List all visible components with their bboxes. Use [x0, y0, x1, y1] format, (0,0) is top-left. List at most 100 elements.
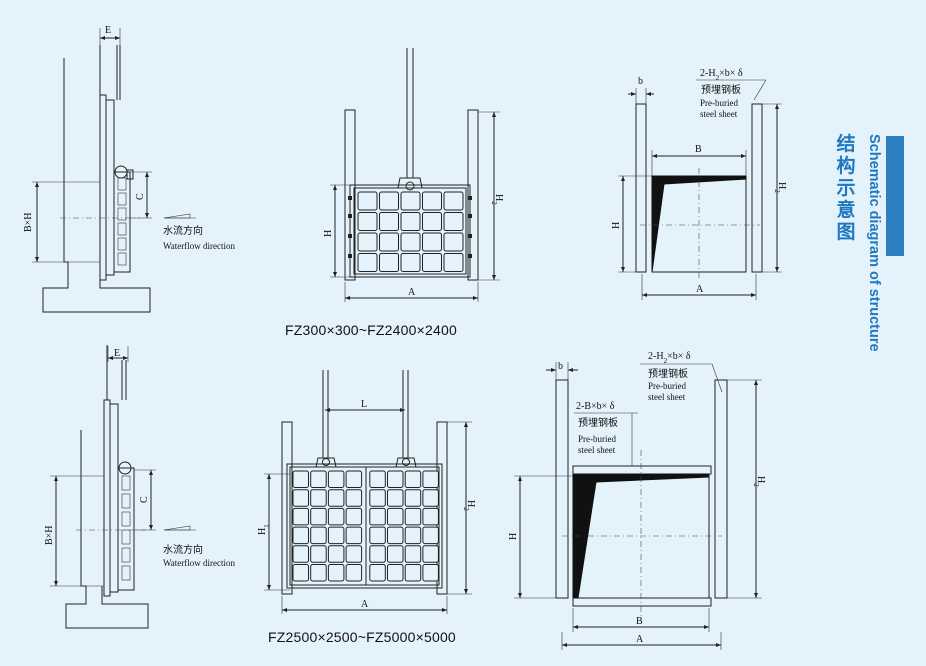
top-rear-plate-post: ×b× δ	[719, 68, 743, 79]
bottom-side-dim-e: E	[114, 348, 120, 359]
top-rear-dim-b-upper: B	[695, 144, 702, 155]
grid-cell	[387, 489, 404, 507]
bottom-rear-plate2-text: 2-B×b× δ	[576, 401, 615, 412]
grid-cell	[369, 526, 386, 545]
bottom-side-view: E B×H C 水流方向 Waterflow direction	[44, 345, 235, 629]
grid-cell	[310, 545, 327, 563]
top-rear-plate-cn: 预埋钢板	[701, 83, 741, 96]
top-rear-plate-en-1: Pre-buried	[700, 98, 738, 108]
grid-cell	[400, 212, 421, 231]
bottom-rear-plate1-post: ×b× δ	[667, 351, 691, 362]
grid-cell	[379, 212, 399, 231]
grid-cell	[292, 470, 309, 488]
svg-text:H2: H2	[752, 476, 766, 487]
grid-cell	[345, 470, 363, 488]
bottom-front-dim-h2-sub: 2	[462, 507, 470, 511]
grid-cell	[387, 470, 404, 488]
grid-cell	[379, 191, 399, 211]
grid-cell	[345, 489, 363, 507]
bottom-rear-view: b H H2 B A 2-H2×b× δ 预埋钢板 Pre-buried ste…	[508, 351, 766, 650]
top-front-view: H H2 A	[323, 48, 504, 302]
grid-cell	[327, 507, 345, 526]
svg-text:H2: H2	[490, 194, 504, 205]
bottom-front-dim-h1-sub: 1	[263, 524, 271, 528]
svg-text:H2: H2	[462, 500, 476, 511]
grid-cell	[422, 545, 439, 563]
bottom-rear-plate2-cn: 预埋钢板	[578, 416, 618, 429]
grid-cell	[369, 470, 386, 488]
grid-cell	[404, 489, 422, 507]
grid-cell	[310, 489, 327, 507]
grid-cell	[443, 191, 464, 211]
bottom-side-flow-en: Waterflow direction	[163, 558, 235, 568]
grid-cell	[400, 253, 421, 272]
bottom-front-dim-h1: H	[257, 528, 268, 535]
grid-cell	[422, 191, 442, 211]
bottom-rear-plate1-en-2: steel sheet	[648, 392, 686, 402]
top-side-flow-en: Waterflow direction	[163, 241, 235, 251]
grid-cell	[387, 545, 404, 563]
grid-cell	[369, 489, 386, 507]
grid-cell	[327, 489, 345, 507]
grid-cell	[369, 545, 386, 563]
top-front-dim-h: H	[323, 230, 334, 237]
top-rear-dim-h: H	[611, 222, 622, 229]
grid-cell	[357, 212, 378, 231]
bottom-side-flow-cn: 水流方向	[163, 543, 203, 556]
bottom-front-dim-l: L	[361, 399, 367, 410]
grid-cell	[404, 526, 422, 545]
grid-cell	[443, 253, 464, 272]
bottom-rear-plate2-en-2: steel sheet	[578, 445, 616, 455]
top-front-dim-h2-sub: 2	[490, 201, 498, 205]
grid-cell	[422, 564, 439, 582]
bottom-rear-dim-h2-sub: 2	[752, 483, 760, 487]
top-side-view: E B×H C 水流方向 Waterflow direction	[23, 25, 235, 313]
bottom-front-grid	[292, 470, 439, 582]
grid-cell	[387, 526, 404, 545]
grid-cell	[327, 564, 345, 582]
grid-cell	[345, 507, 363, 526]
grid-cell	[310, 470, 327, 488]
svg-text:2-H2×b× δ: 2-H2×b× δ	[648, 351, 691, 365]
grid-cell	[387, 564, 404, 582]
side-title-en: Schematic diagram of structure	[866, 134, 882, 352]
top-front-dim-a: A	[408, 287, 416, 298]
side-title-bar	[886, 136, 904, 256]
grid-cell	[422, 253, 442, 272]
bottom-rear-plate1-cn: 预埋钢板	[648, 367, 688, 380]
top-rear-dim-h2: H	[776, 182, 787, 189]
grid-cell	[422, 489, 439, 507]
side-title-cn: 结构示意图	[836, 133, 856, 243]
bottom-side-dim-bh: B×H	[44, 525, 55, 545]
top-side-dim-e: E	[105, 25, 111, 36]
bottom-front-view: L H1 H2 A	[257, 370, 476, 614]
bottom-rear-dim-b: b	[558, 361, 563, 372]
top-front-dim-h2: H	[493, 194, 504, 201]
grid-cell	[327, 470, 345, 488]
caption-top: FZ300×300~FZ2400×2400	[285, 322, 457, 338]
grid-cell	[357, 191, 378, 211]
top-rear-plate-sub: 2	[716, 74, 720, 82]
grid-cell	[292, 526, 309, 545]
grid-cell	[400, 191, 421, 211]
grid-cell	[404, 507, 422, 526]
grid-cell	[400, 232, 421, 252]
top-side-dim-c: C	[135, 193, 146, 200]
grid-cell	[369, 507, 386, 526]
grid-cell	[404, 470, 422, 488]
grid-cell	[422, 232, 442, 252]
grid-cell	[310, 526, 327, 545]
top-rear-plate-pre: 2-H	[700, 68, 716, 79]
grid-cell	[357, 232, 378, 252]
bottom-rear-dim-b-lower: B	[636, 616, 643, 627]
grid-cell	[379, 232, 399, 252]
grid-cell	[422, 212, 442, 231]
top-rear-view: b B H H2 A 2-H2×b× δ 预埋钢板 Pre-buried ste…	[611, 68, 787, 300]
grid-cell	[345, 564, 363, 582]
grid-cell	[292, 489, 309, 507]
grid-cell	[387, 507, 404, 526]
grid-cell	[443, 232, 464, 252]
grid-cell	[292, 545, 309, 563]
bottom-front-dim-a: A	[361, 599, 369, 610]
